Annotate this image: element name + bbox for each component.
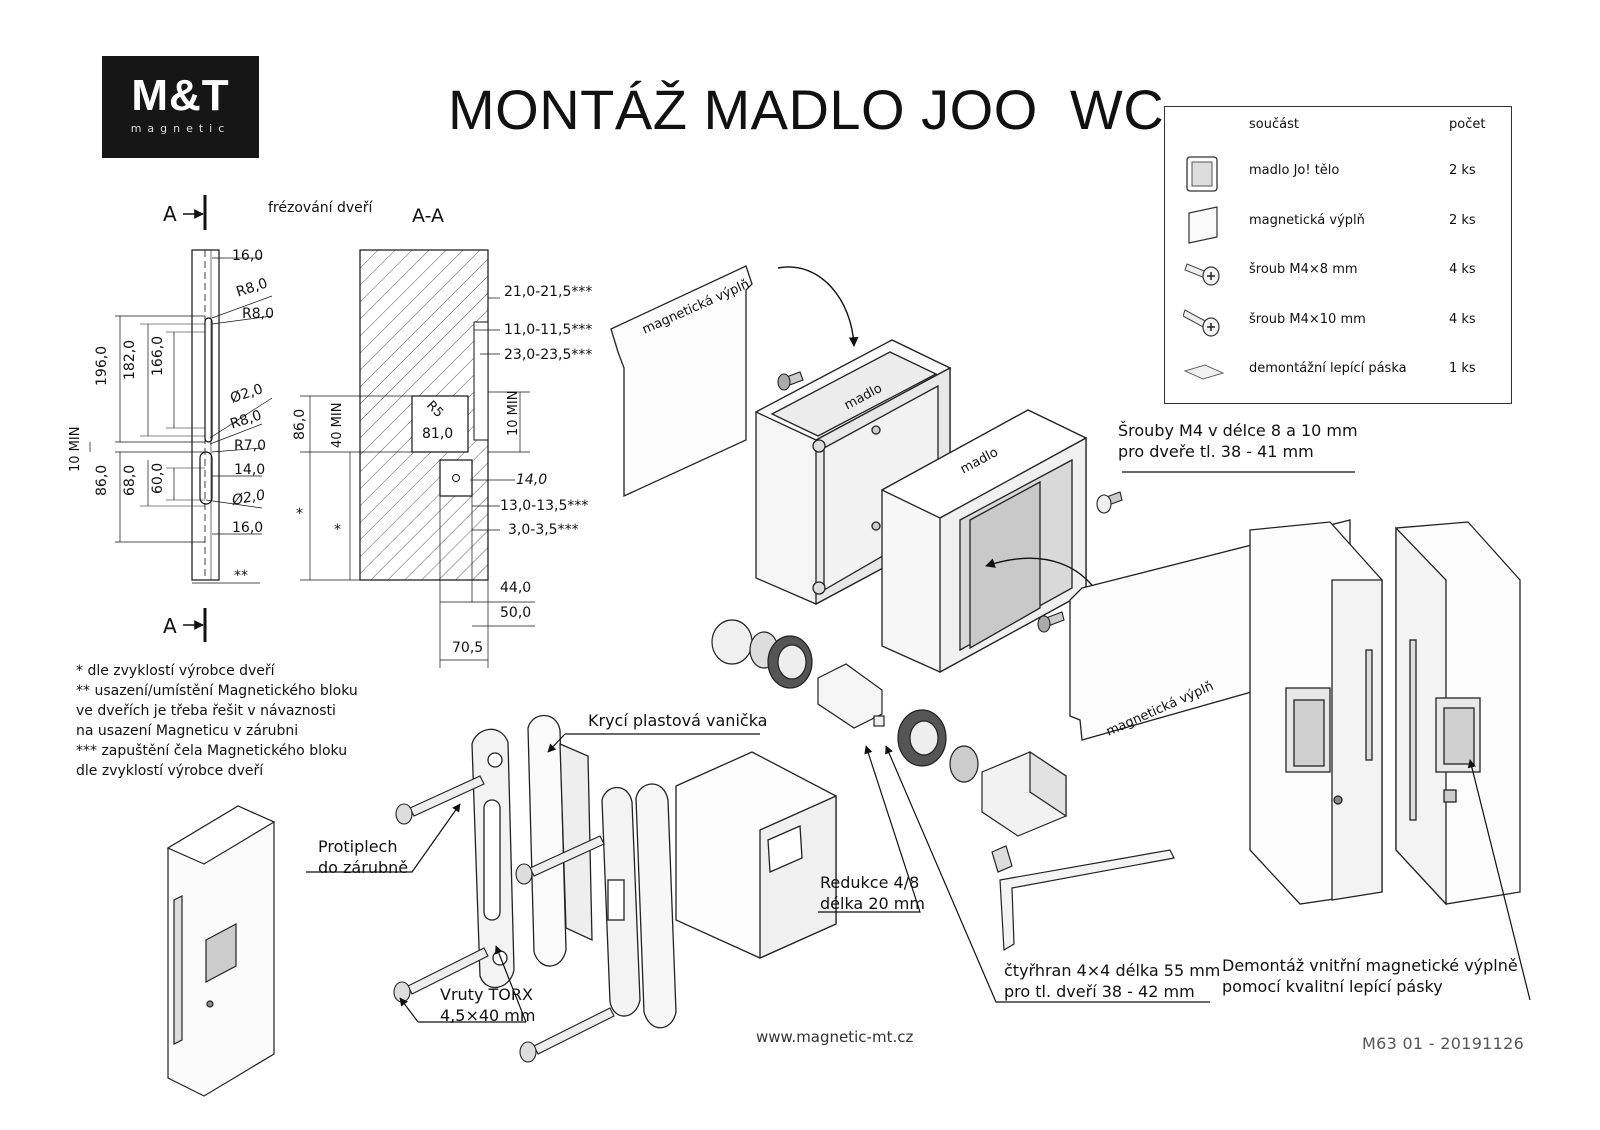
door-small-illustration xyxy=(166,805,276,1097)
footer-doc-code: M63 01 - 20191126 xyxy=(1362,1034,1525,1053)
label-reducer-line2: délka 20 mm xyxy=(820,894,925,913)
dim-h86: 86,0 xyxy=(94,464,110,496)
screw-right xyxy=(1037,491,1123,633)
drawing-notes: * dle zvyklostí výrobce dveří ** usazení… xyxy=(76,661,358,781)
note-line: * dle zvyklostí výrobce dveří xyxy=(76,663,275,679)
dim-s-w705: 70,5 xyxy=(452,640,484,656)
label-spindle-line2: pro tl. dveří 38 - 42 mm xyxy=(1004,982,1195,1001)
dim-s-sq14: 14,0 xyxy=(516,472,548,488)
dim-r2: R8,0 xyxy=(242,306,274,322)
dim-h166: 166,0 xyxy=(150,335,166,376)
dim-h68: 68,0 xyxy=(122,464,138,496)
magnetic-fill-icon xyxy=(1188,206,1218,244)
note-line: dle zvyklostí výrobce dveří xyxy=(76,763,264,779)
dim-stars: ** xyxy=(234,568,248,584)
dim-r4: R7,0 xyxy=(234,438,266,454)
parts-row: šroub M4×10 mm 4 ks xyxy=(1165,298,1511,342)
section-marker-label-bottom: A xyxy=(163,614,177,638)
dim-s-star-2: * xyxy=(334,522,341,538)
parts-col-part: součást xyxy=(1249,117,1299,132)
dim-w14: 14,0 xyxy=(234,462,266,478)
label-removal-line2: pomocí kvalitní lepící pásky xyxy=(1222,977,1443,996)
footer-website: www.magnetic-mt.cz xyxy=(756,1028,914,1046)
section-marker-top xyxy=(183,195,207,230)
section-marker-label-top: A xyxy=(163,202,177,226)
allen-key xyxy=(991,845,1175,952)
parts-row: magnetická výplň 2 ks xyxy=(1165,199,1511,244)
dim-s-h86: 86,0 xyxy=(292,408,308,440)
logo-sub-text: magnetic xyxy=(130,122,231,135)
section-marker-bottom xyxy=(183,608,207,642)
dim-s4: 13,0-13,5*** xyxy=(500,498,589,514)
screw-top xyxy=(777,371,804,391)
parts-row: šroub M4×8 mm 4 ks xyxy=(1165,248,1511,292)
dim-s1: 21,0-21,5*** xyxy=(504,284,593,300)
screw-icon xyxy=(1183,309,1220,337)
label-torx-line1: Vruty TORX xyxy=(440,985,533,1004)
section-label: A-A xyxy=(412,205,445,227)
parts-row: demontážní lepící páska 1 ks xyxy=(1165,347,1511,391)
plastic-cover-tray xyxy=(527,714,593,967)
dim-h182: 182,0 xyxy=(122,339,138,380)
magnetic-fill-panel-left xyxy=(610,265,753,498)
label-reducer-line1: Redukce 4/8 xyxy=(820,873,920,892)
callout-lines xyxy=(306,733,1531,1023)
label-spindle-line1: čtyřhran 4×4 délka 55 mm xyxy=(1004,961,1221,980)
dim-s-w44: 44,0 xyxy=(500,580,532,596)
dim-h196: 196,0 xyxy=(94,345,110,386)
door-pair-illustration xyxy=(1249,521,1521,906)
logo-brand-text: M&T xyxy=(131,71,230,120)
dim-min10: 10 MIN xyxy=(68,426,83,472)
label-cover-tray: Krycí plastová vanička xyxy=(588,711,768,730)
dim-top-width: 16,0 xyxy=(232,248,264,264)
note-line: ** usazení/umístění Magnetického bloku xyxy=(76,683,358,699)
page-title: MONTÁŽ MADLO JOO WC xyxy=(448,78,1165,141)
handle-body-icon xyxy=(1186,156,1218,192)
note-line: *** zapuštění čela Magnetického bloku xyxy=(76,743,348,759)
dim-s5: 3,0-3,5*** xyxy=(508,522,579,538)
label-strike-line1: Protiplech xyxy=(318,837,398,856)
label-strike-line2: do zárubně xyxy=(318,858,409,877)
note-line: na usazení Magneticu v zárubni xyxy=(76,723,299,739)
dim-s2: 11,0-11,5*** xyxy=(504,322,593,338)
strike-plate xyxy=(471,728,515,988)
arrow-fill-to-handle xyxy=(777,266,859,347)
handle-body-back xyxy=(880,409,1088,674)
label-torx-line2: 4,5×40 mm xyxy=(440,1006,536,1025)
magnetic-lock-block xyxy=(601,751,837,1029)
dim-bottom-width: 16,0 xyxy=(232,520,264,536)
dim-s-min10: 10 MIN xyxy=(506,390,521,436)
screw-icon xyxy=(1184,263,1220,286)
note-line: ve dveřích je třeba řešit v návaznosti xyxy=(76,703,336,719)
dim-s-min40: 40 MIN xyxy=(330,402,345,448)
label-screws-line1: Šrouby M4 v délce 8 a 10 mm xyxy=(1118,421,1358,440)
parts-row: madlo Jo! tělo 2 ks xyxy=(1165,149,1511,193)
dim-s-star-1: * xyxy=(296,506,303,522)
dim-h60: 60,0 xyxy=(150,462,166,494)
label-removal-line1: Demontáž vnitřní magnetické výplně xyxy=(1222,956,1518,975)
milling-label: frézování dveří xyxy=(268,200,373,216)
torx-screws xyxy=(393,775,615,1063)
dim-s3: 23,0-23,5*** xyxy=(504,347,593,363)
dim-s-w81: 81,0 xyxy=(422,426,454,442)
brand-logo: M&T magnetic xyxy=(102,56,259,158)
dim-s-w50: 50,0 xyxy=(500,605,532,621)
label-screws-line2: pro dveře tl. 38 - 41 mm xyxy=(1118,442,1314,461)
parts-table: součást počet madlo Jo! tělo 2 ks magnet… xyxy=(1164,106,1512,404)
door-edge-front-view xyxy=(89,249,273,584)
tape-icon xyxy=(1183,364,1225,380)
turn-knob-assembly xyxy=(711,619,1067,837)
door-section-view xyxy=(300,249,535,668)
parts-col-count: počet xyxy=(1449,117,1486,132)
